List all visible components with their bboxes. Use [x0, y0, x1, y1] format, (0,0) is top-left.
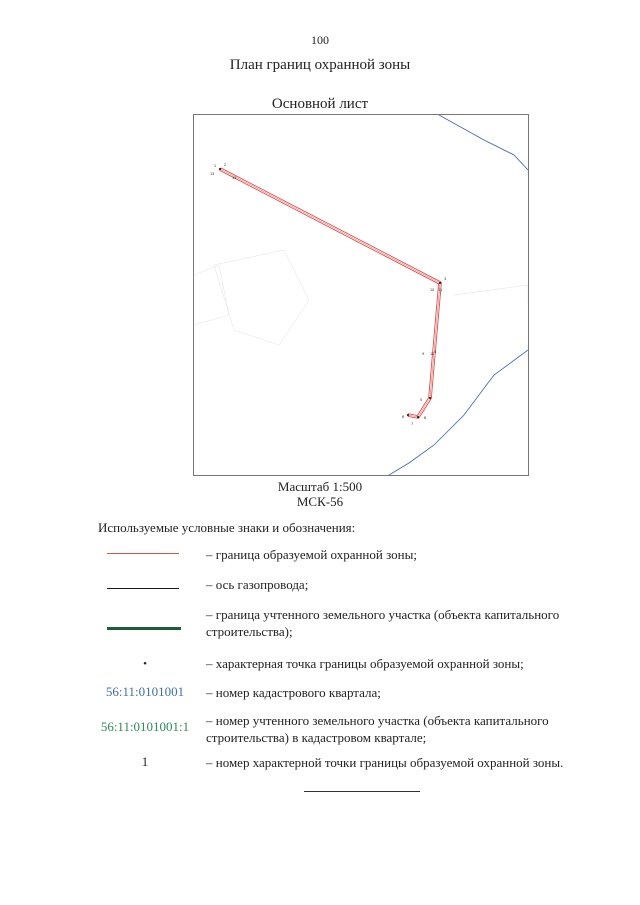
boundary-point	[417, 416, 419, 418]
point-number-label: 8	[424, 416, 426, 420]
point-number-label: 3	[444, 277, 446, 281]
map-blue-line	[388, 349, 528, 475]
legend-desc: – ось газопровода;	[206, 577, 309, 592]
boundary-point	[429, 397, 431, 399]
map-scale: Масштаб 1:500	[277, 479, 363, 494]
legend-desc: – номер учтенного земельного участка (об…	[206, 713, 549, 745]
legend-item-parcel-number: 56:11:0101001:1 – номер учтенного земель…	[0, 712, 640, 745]
point-number-label: 5	[420, 398, 422, 402]
zone-boundary-symbol	[107, 553, 179, 554]
point-number-label: 7	[411, 422, 413, 426]
legend-desc: – граница образуемой охранной зоны;	[206, 547, 417, 562]
parcel-outline	[194, 264, 230, 326]
quarter-number-symbol: 56:11:0101001	[105, 684, 185, 699]
map-scale-block: Масштаб 1:500 МСК-56	[0, 479, 640, 509]
legend-desc: – граница учтенного земельного участка (…	[206, 607, 560, 639]
pipeline-axis-line	[219, 168, 441, 418]
point-number-label: 11	[438, 288, 442, 292]
boundary-point	[407, 414, 409, 416]
boundary-point	[439, 282, 441, 284]
legend-desc: – характерная точка границы образуемой о…	[206, 656, 524, 671]
legend-desc: – номер кадастрового квартала;	[206, 685, 381, 700]
end-rule	[304, 791, 420, 792]
legend-desc: – номер характерной точки границы образу…	[206, 755, 564, 770]
legend-item-point-number: 1 – номер характерной точки границы обра…	[0, 754, 640, 774]
point-number-label: 9	[422, 352, 424, 356]
point-number-label: 6	[402, 415, 404, 419]
legend-heading: Используемые условные знаки и обозначени…	[98, 520, 356, 535]
point-number-label: 1	[214, 164, 216, 168]
legend-item-parcel-boundary: – граница учтенного земельного участка (…	[0, 605, 640, 639]
point-number-label: 2	[224, 163, 226, 167]
point-number-label: 13	[210, 172, 214, 176]
map-blue-line	[438, 115, 528, 171]
point-number-label: 12	[430, 352, 434, 356]
boundary-point-symbol: •	[143, 658, 147, 670]
pipeline-axis-symbol	[107, 588, 179, 589]
page-title: План границ охранной зоны	[229, 57, 411, 73]
point-number-symbol: 1	[141, 754, 149, 769]
legend-item-pipeline-axis: – ось газопровода;	[0, 574, 640, 594]
parcel-outline	[213, 249, 310, 346]
legend-item-zone-boundary: – граница образуемой охранной зоны;	[0, 544, 640, 564]
map-drawing: 1 2 3 4 5 6 7 8 9 10 11 12 13 14	[194, 115, 528, 475]
page-number: 100	[311, 33, 329, 47]
pipeline-axis-line	[219, 168, 441, 418]
boundary-map[interactable]: 1 2 3 4 5 6 7 8 9 10 11 12 13 14	[193, 114, 529, 476]
parcel-outline	[453, 284, 528, 305]
sheet-subtitle: Основной лист	[271, 96, 369, 112]
boundary-point	[219, 168, 221, 170]
parcel-boundary-symbol	[107, 627, 181, 630]
legend-item-quarter-number: 56:11:0101001 – номер кадастрового кварт…	[0, 683, 640, 703]
point-number-label: 10	[430, 288, 434, 292]
parcel-number-symbol: 56:11:0101001:1	[100, 719, 190, 734]
point-number-label: 4	[434, 350, 436, 354]
coordinate-system: МСК-56	[296, 494, 344, 509]
point-number-label: 14	[232, 176, 236, 180]
legend-item-boundary-point: • – характерная точка границы образуемой…	[0, 655, 640, 675]
zone-boundary-line	[219, 167, 442, 419]
